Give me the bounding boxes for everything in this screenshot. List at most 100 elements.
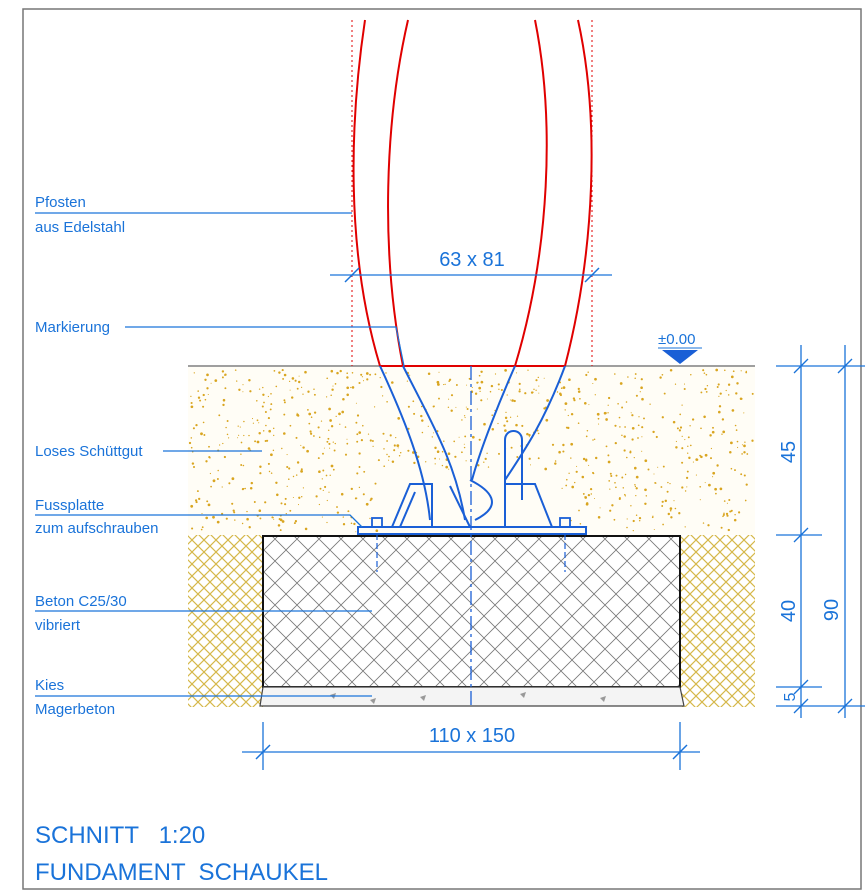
fill-dot xyxy=(725,512,729,516)
fill-dot xyxy=(635,487,638,490)
fill-dot xyxy=(483,461,485,463)
fill-dot xyxy=(479,390,481,393)
fill-dot xyxy=(267,417,270,420)
fill-dot xyxy=(382,432,385,435)
fill-dot xyxy=(202,421,205,424)
fill-dot xyxy=(527,369,529,371)
fill-dot xyxy=(407,449,410,452)
fill-dot xyxy=(388,459,390,461)
fill-dot xyxy=(624,426,626,428)
fill-dot xyxy=(729,451,732,454)
fill-dot xyxy=(379,376,381,379)
fill-dot xyxy=(282,377,285,380)
fill-dot xyxy=(383,465,386,468)
fill-dot xyxy=(634,466,637,470)
fill-dot xyxy=(427,425,429,427)
fill-dot xyxy=(296,387,299,390)
fill-dot xyxy=(197,396,201,399)
fill-dot xyxy=(300,470,303,473)
fill-dot xyxy=(275,385,278,388)
label-markierung: Markierung xyxy=(35,319,110,336)
fill-dot xyxy=(683,383,686,385)
fill-dot xyxy=(745,483,748,486)
fill-dot xyxy=(476,408,478,410)
fill-dot xyxy=(355,531,357,533)
fill-dot xyxy=(613,518,616,521)
post-inner-right xyxy=(514,19,548,367)
fill-dot xyxy=(300,444,302,446)
fill-dot xyxy=(190,437,193,439)
fill-dot xyxy=(524,392,527,395)
fill-dot xyxy=(731,409,735,412)
fill-dot xyxy=(497,422,499,425)
drawing-frame xyxy=(22,8,862,890)
fill-dot xyxy=(681,461,684,464)
drawing-title-line1: SCHNITT 1:20 xyxy=(35,822,205,849)
fill-dot xyxy=(304,370,307,374)
loose-fill-dots xyxy=(188,368,754,533)
fill-dot xyxy=(190,401,193,405)
fill-dot xyxy=(264,410,267,414)
fill-dot xyxy=(465,460,467,462)
fill-dot xyxy=(240,453,242,455)
fill-dot xyxy=(556,391,559,393)
fill-dot xyxy=(743,444,746,448)
fill-dot xyxy=(686,470,689,473)
fill-dot xyxy=(386,440,388,442)
fill-dot xyxy=(375,529,379,533)
fill-dot xyxy=(238,388,241,391)
fill-dot xyxy=(700,455,703,459)
fill-dot xyxy=(266,439,269,442)
fill-dot xyxy=(283,413,286,416)
fill-dot xyxy=(267,462,270,465)
fill-dot xyxy=(286,465,289,469)
fill-dot xyxy=(744,441,746,443)
fill-dot xyxy=(380,385,383,389)
fill-dot xyxy=(325,396,328,398)
fill-dot xyxy=(630,505,632,507)
fill-dot xyxy=(425,461,427,463)
fill-dot xyxy=(244,487,246,490)
fill-dot xyxy=(206,500,209,503)
fill-dot xyxy=(223,455,227,459)
fill-dot xyxy=(216,478,219,480)
fill-dot xyxy=(200,432,203,436)
fill-dot xyxy=(596,412,600,416)
fill-dot xyxy=(491,414,494,417)
fill-dot xyxy=(537,457,540,460)
fill-dot xyxy=(594,377,597,381)
fill-dot xyxy=(723,500,726,502)
fill-dot xyxy=(356,414,360,417)
fill-dot xyxy=(588,464,590,466)
fill-dot xyxy=(615,486,617,489)
label-schuettgut: Loses Schüttgut xyxy=(35,443,143,460)
fill-dot xyxy=(480,370,483,374)
fill-dot xyxy=(448,398,450,400)
fill-dot xyxy=(644,459,648,463)
fill-dot xyxy=(254,440,257,443)
fill-dot xyxy=(719,487,723,491)
fill-dot xyxy=(307,409,309,411)
fill-dot xyxy=(302,446,305,449)
fill-dot xyxy=(681,404,683,406)
fill-dot xyxy=(717,383,720,386)
fill-dot xyxy=(718,395,720,397)
fill-dot xyxy=(298,380,301,384)
fill-dot xyxy=(455,406,457,408)
fill-dot xyxy=(582,457,586,461)
fill-dot xyxy=(568,472,570,474)
fill-dot xyxy=(644,488,647,492)
fill-dot xyxy=(225,426,227,429)
fill-dot xyxy=(252,422,254,424)
fill-dot xyxy=(562,450,565,453)
fill-dot xyxy=(313,393,316,396)
fill-dot xyxy=(289,389,291,391)
fill-dot xyxy=(734,513,736,516)
fill-dot xyxy=(242,384,244,386)
fill-dot xyxy=(259,465,262,468)
fill-dot xyxy=(421,419,424,422)
fill-dot xyxy=(427,372,431,376)
fill-dot xyxy=(464,417,466,419)
fill-dot xyxy=(335,415,337,418)
fill-dot xyxy=(511,399,514,402)
